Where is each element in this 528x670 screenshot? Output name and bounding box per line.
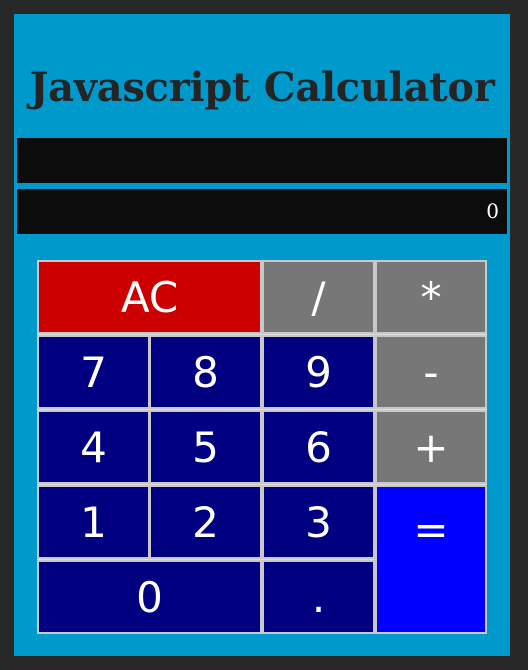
eight-button[interactable]: 8 [149,335,262,409]
decimal-button[interactable]: . [262,560,375,634]
output-display: 0 [17,189,507,234]
five-button[interactable]: 5 [149,410,262,484]
calculator-frame: Javascript Calculator 0 AC / * 7 8 9 - 4… [14,14,510,656]
zero-button[interactable]: 0 [37,560,262,634]
six-button[interactable]: 6 [262,410,375,484]
subtract-button[interactable]: - [375,335,487,409]
add-button[interactable]: + [375,410,487,484]
clear-button[interactable]: AC [37,260,262,334]
nine-button[interactable]: 9 [262,335,375,409]
multiply-button[interactable]: * [375,260,487,334]
equals-button[interactable]: = [375,485,487,634]
seven-button[interactable]: 7 [37,335,150,409]
three-button[interactable]: 3 [262,485,375,559]
keypad: AC / * 7 8 9 - 4 5 6 + 1 2 3 = 0 . [37,260,487,634]
four-button[interactable]: 4 [37,410,150,484]
formula-display [17,138,507,183]
page-title: Javascript Calculator [29,64,495,111]
divide-button[interactable]: / [262,260,375,334]
two-button[interactable]: 2 [149,485,262,559]
one-button[interactable]: 1 [37,485,150,559]
